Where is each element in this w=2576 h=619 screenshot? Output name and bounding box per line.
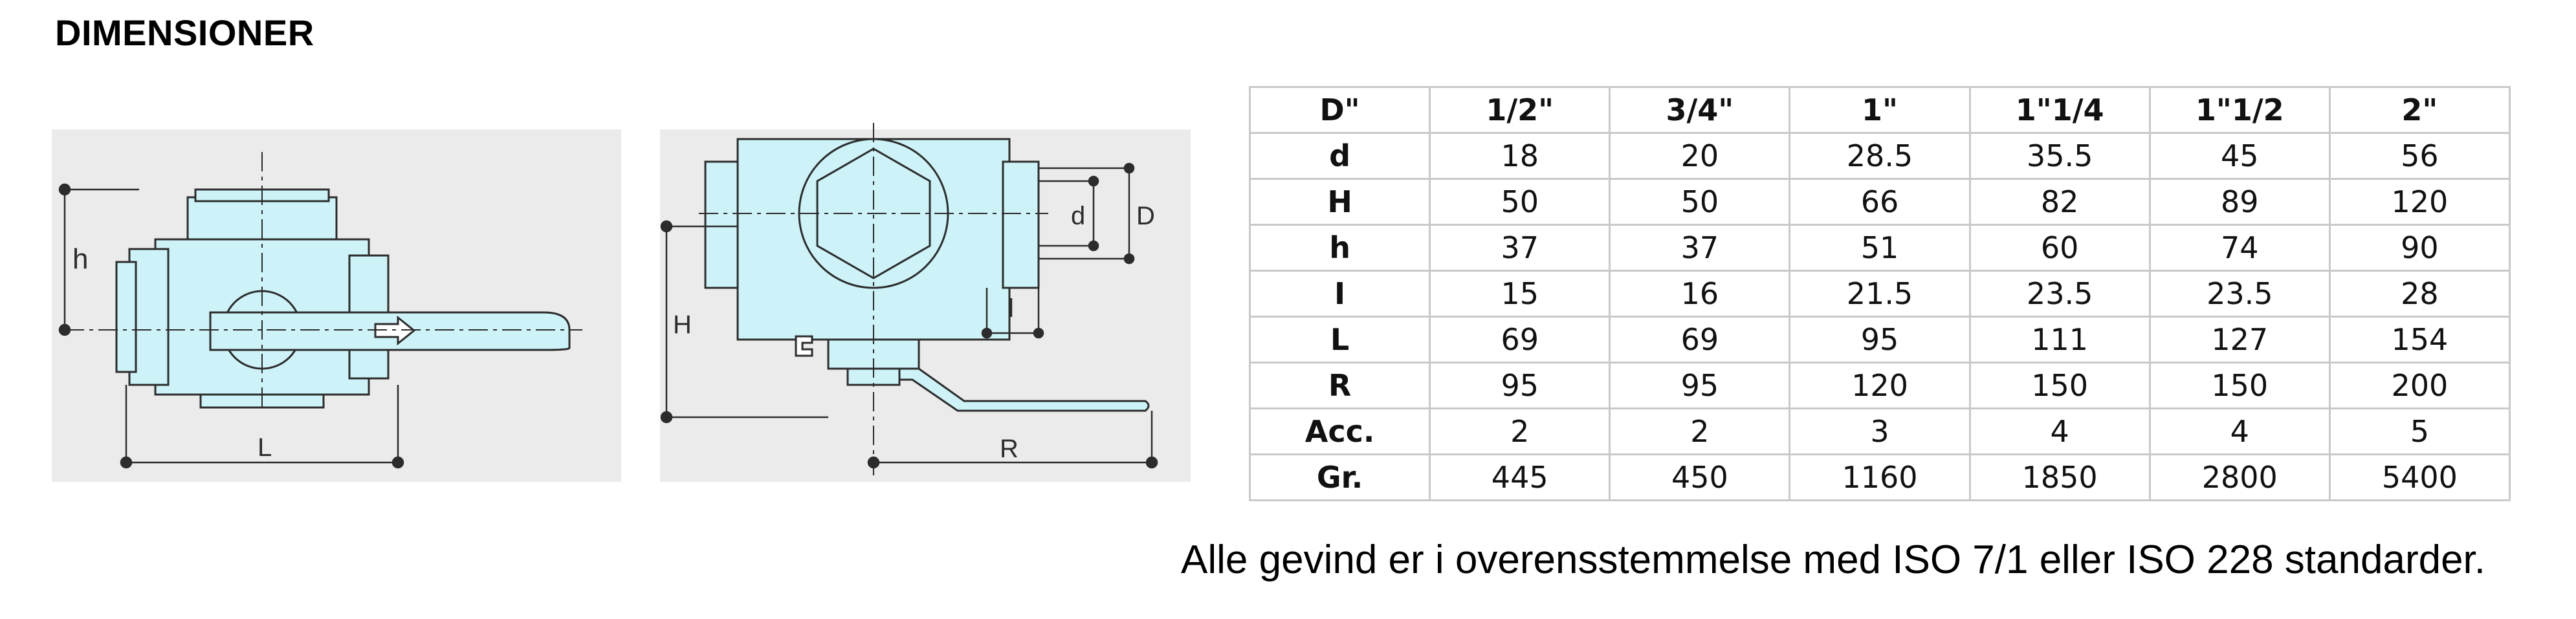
side-view-centerlines xyxy=(65,152,582,411)
dim-label-H: H xyxy=(673,310,692,339)
table-header-row: D" 1/2" 3/4" 1" 1"1/4 1"1/2 2" xyxy=(1248,86,2511,134)
table-cell: 45 xyxy=(2148,132,2331,180)
dim-label-h: h xyxy=(72,243,88,275)
table-cell: 1850 xyxy=(1968,453,2151,501)
header-cell: D" xyxy=(1248,86,1431,134)
table-row: Gr. 445 450 1160 1850 2800 5400 xyxy=(1248,453,2511,501)
table-cell: 51 xyxy=(1789,224,1971,272)
table-cell: 90 xyxy=(2328,224,2511,272)
table-cell: 50 xyxy=(1609,178,1791,226)
dim-label-l: l xyxy=(1008,294,1014,323)
dimensions-table: D" 1/2" 3/4" 1" 1"1/4 1"1/2 2" d 18 20 2… xyxy=(1248,86,2511,501)
dim-label-d: d xyxy=(1071,202,1085,230)
table-row: Acc. 2 2 3 4 4 5 xyxy=(1248,407,2511,455)
table-row: d 18 20 28.5 35.5 45 56 xyxy=(1248,132,2511,180)
side-view xyxy=(115,188,571,409)
table-cell: 74 xyxy=(2148,224,2331,272)
dim-label-L: L xyxy=(258,433,272,462)
table-cell: 69 xyxy=(1609,316,1791,364)
table-cell: 95 xyxy=(1789,316,1971,364)
row-label: d xyxy=(1248,132,1431,180)
front-view-dimensions xyxy=(660,162,1158,469)
dim-label-D: D xyxy=(1136,202,1155,230)
table-cell: 28 xyxy=(2328,270,2511,318)
table-cell: 5 xyxy=(2328,407,2511,455)
table-cell: 4 xyxy=(1968,407,2151,455)
header-cell: 1"1/2 xyxy=(2148,86,2331,134)
table-cell: 445 xyxy=(1429,453,1611,501)
table-cell: 150 xyxy=(2148,362,2331,409)
table-cell: 35.5 xyxy=(1968,132,2151,180)
table-cell: 111 xyxy=(1968,316,2151,364)
table-cell: 5400 xyxy=(2328,453,2511,501)
table-row: I 15 16 21.5 23.5 23.5 28 xyxy=(1248,270,2511,318)
table-cell: 56 xyxy=(2328,132,2511,180)
table-cell: 154 xyxy=(2328,316,2511,364)
table-cell: 95 xyxy=(1429,362,1611,409)
row-label: L xyxy=(1248,316,1431,364)
page-title: DIMENSIONER xyxy=(55,12,314,53)
valve-dimension-drawing: h L xyxy=(52,123,1191,482)
table-cell: 2800 xyxy=(2148,453,2331,501)
table-cell: 127 xyxy=(2148,316,2331,364)
table-cell: 4 xyxy=(2148,407,2331,455)
header-cell: 3/4" xyxy=(1609,86,1791,134)
row-label: Acc. xyxy=(1248,407,1431,455)
table-cell: 15 xyxy=(1429,270,1611,318)
dim-label-R: R xyxy=(1000,435,1018,463)
table-cell: 16 xyxy=(1609,270,1791,318)
row-label: Gr. xyxy=(1248,453,1431,501)
table-cell: 1160 xyxy=(1789,453,1971,501)
row-label: h xyxy=(1248,224,1431,272)
table-cell: 20 xyxy=(1609,132,1791,180)
table-cell: 50 xyxy=(1429,178,1611,226)
table-cell: 120 xyxy=(1789,362,1971,409)
table-cell: 120 xyxy=(2328,178,2511,226)
row-label: I xyxy=(1248,270,1431,318)
table-cell: 2 xyxy=(1429,407,1611,455)
table-cell: 89 xyxy=(2148,178,2331,226)
table-row: L 69 69 95 111 127 154 xyxy=(1248,316,2511,364)
table-cell: 82 xyxy=(1968,178,2151,226)
table-cell: 95 xyxy=(1609,362,1791,409)
table-cell: 37 xyxy=(1429,224,1611,272)
header-cell: 1/2" xyxy=(1429,86,1611,134)
table-cell: 60 xyxy=(1968,224,2151,272)
row-label: R xyxy=(1248,362,1431,409)
table-cell: 66 xyxy=(1789,178,1971,226)
table-cell: 23.5 xyxy=(2148,270,2331,318)
table-row: H 50 50 66 82 89 120 xyxy=(1248,178,2511,226)
table-cell: 18 xyxy=(1429,132,1611,180)
table-cell: 150 xyxy=(1968,362,2151,409)
table-row: h 37 37 51 60 74 90 xyxy=(1248,224,2511,272)
row-label: H xyxy=(1248,178,1431,226)
front-view-centerlines xyxy=(699,123,1048,475)
table-cell: 28.5 xyxy=(1789,132,1971,180)
table-cell: 3 xyxy=(1789,407,1971,455)
header-cell: 2" xyxy=(2328,86,2511,134)
table-row: R 95 95 120 150 150 200 xyxy=(1248,362,2511,409)
header-cell: 1" xyxy=(1789,86,1971,134)
table-cell: 450 xyxy=(1609,453,1791,501)
side-view-dimensions xyxy=(58,183,404,469)
table-cell: 200 xyxy=(2328,362,2511,409)
table-cell: 21.5 xyxy=(1789,270,1971,318)
header-cell: 1"1/4 xyxy=(1968,86,2151,134)
table-cell: 2 xyxy=(1609,407,1791,455)
table-cell: 69 xyxy=(1429,316,1611,364)
table-cell: 23.5 xyxy=(1968,270,2151,318)
standards-note: Alle gevind er i overensstemmelse med IS… xyxy=(1181,538,2485,582)
table-cell: 37 xyxy=(1609,224,1791,272)
